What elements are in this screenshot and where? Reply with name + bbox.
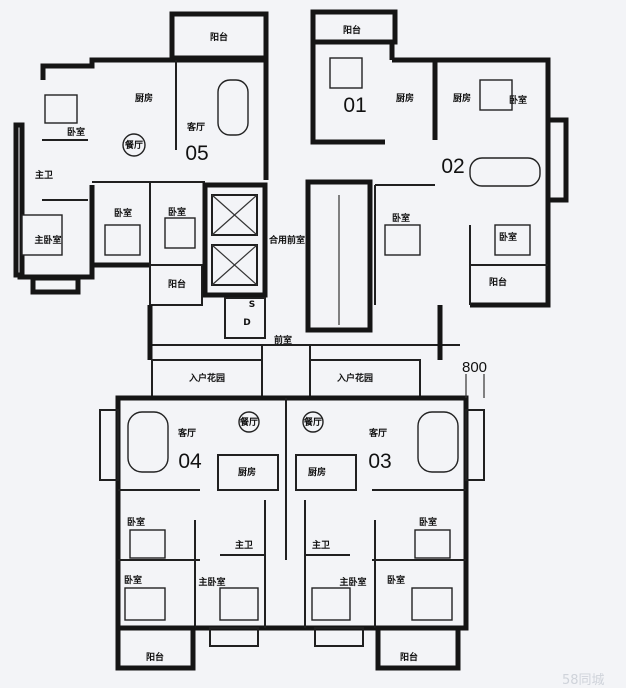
bedroom-label: 卧室 [499,231,517,243]
living-room-label: 客厅 [177,427,196,439]
bedroom-label: 卧室 [168,206,186,218]
dimension-marker: 800 [462,359,487,398]
entry-garden-label: 入户花园 [188,372,225,384]
dining-room-label: 餐厅 [124,139,143,151]
bedroom-label: 卧室 [114,207,132,219]
dimension-label: 800 [462,359,487,376]
living-room-label: 客厅 [186,121,205,133]
entry-garden-label: 入户花园 [336,372,373,384]
bedroom-label: 卧室 [387,574,405,586]
beds [21,57,531,621]
dining-room-label: 餐厅 [239,416,258,428]
bedroom-label: 卧室 [124,574,142,586]
unit-05-walls [13,11,269,306]
anteroom-label: 前室 [274,334,292,346]
unit-number-05: 05 [185,142,208,165]
balcony-label: 阳台 [210,31,228,43]
unit-01-walls [310,9,398,145]
master-bedroom-label: 主卧室 [339,576,366,588]
unit-02-walls [374,57,569,308]
living-room-label: 客厅 [368,427,387,439]
bedroom-label: 卧室 [509,94,527,106]
dining-room-label: 餐厅 [303,416,322,428]
watermark: 58同城 [562,673,605,688]
core-walls [147,179,460,360]
kitchen-label: 厨房 [238,466,256,478]
dining-tables [122,133,324,433]
sofas [127,79,541,473]
entry-gardens [151,345,421,399]
bedroom-label: 卧室 [419,516,437,528]
master-bath-label: 主卫 [235,539,253,551]
unit-05-labels: 阳台 厨房 客厅 05 餐厅 卧室 主卫 主卧室 卧室 卧室 阳台 [34,31,228,290]
unit-03-labels: 客厅 03 餐厅 厨房 主卫 卧室 主卧室 卧室 阳台 [303,416,437,663]
master-bath-label: 主卫 [35,169,53,181]
shaft-s-label: S [249,300,255,310]
unit-number-03: 03 [368,450,391,473]
master-bedroom-label: 主卧室 [198,576,225,588]
shaft-d-label: D [243,318,250,328]
balcony-label: 阳台 [146,651,164,663]
kitchen-label: 厨房 [453,92,471,104]
balcony-label: 阳台 [489,276,507,288]
unit-01-labels: 阳台 01 厨房 [343,24,414,117]
bedroom-label: 卧室 [127,516,145,528]
balcony-label: 阳台 [168,278,186,290]
unit-02-labels: 厨房 卧室 02 卧室 卧室 阳台 [392,92,527,288]
unit-number-02: 02 [441,155,464,178]
core-labels: 合用前室 前室 S D 入户花园 入户花园 [188,234,373,384]
bedroom-label: 卧室 [392,212,410,224]
bedroom-label: 卧室 [67,126,85,138]
shared-lobby-label: 合用前室 [269,234,305,246]
master-bath-label: 主卫 [312,539,330,551]
kitchen-label: 厨房 [396,92,414,104]
unit-04-labels: 客厅 04 餐厅 厨房 卧室 主卫 卧室 主卧室 阳台 [124,416,258,663]
unit-number-04: 04 [178,450,202,473]
kitchen-label: 厨房 [135,92,153,104]
kitchen-label: 厨房 [308,466,326,478]
master-bedroom-label: 主卧室 [34,234,61,246]
balcony-label: 阳台 [343,24,361,36]
balcony-label: 阳台 [400,651,418,663]
lower-block-walls [99,395,485,671]
unit-number-01: 01 [343,94,366,117]
